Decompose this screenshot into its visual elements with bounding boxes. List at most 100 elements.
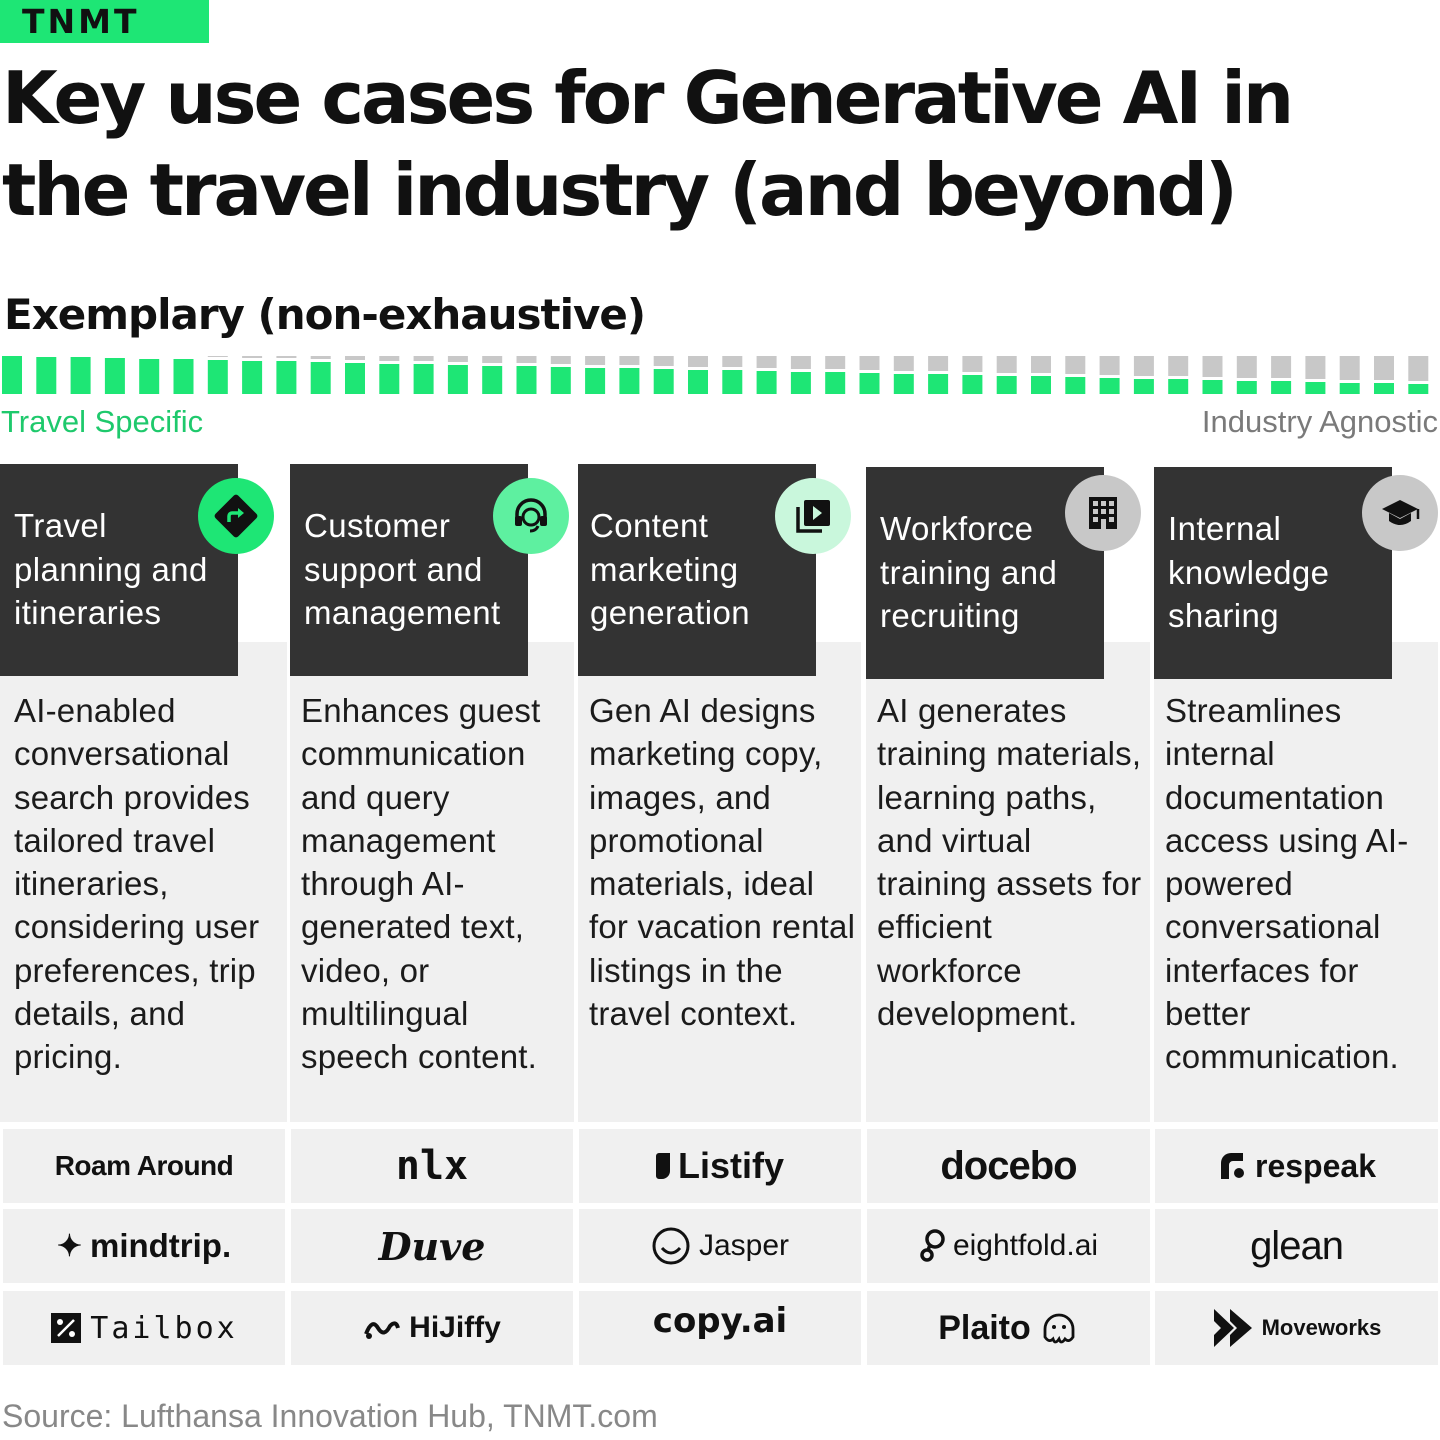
card-background — [866, 642, 1150, 1122]
logo-hijiffy: HiJiffy — [363, 1311, 501, 1345]
logo-cell: Duve — [291, 1209, 573, 1283]
logo-text: eightfold.ai — [952, 1229, 1099, 1262]
brand-logo: TNMT — [0, 0, 209, 43]
scale-segment-gray — [825, 356, 846, 369]
scale-segment-gray — [790, 356, 811, 369]
scale-segment-green — [276, 361, 297, 394]
scale-segment-green — [962, 375, 983, 394]
scale-segment-green — [722, 370, 743, 394]
scale-segment-gray — [379, 356, 400, 361]
scale-segment-green — [516, 366, 537, 394]
scale-segment-gray — [1339, 356, 1360, 380]
logo-mindtrip: ✦ mindtrip. — [57, 1227, 231, 1265]
scale-segment-green — [688, 370, 708, 394]
scale-segment-green — [1099, 378, 1120, 394]
scale-segment-green — [996, 376, 1017, 394]
scale-segment-green — [550, 367, 571, 394]
scale-segment-green — [790, 372, 811, 394]
tailbox-mark-icon — [51, 1313, 82, 1343]
scale-segment-gray — [619, 356, 640, 365]
page-subtitle: Exemplary (non-exhaustive) — [4, 290, 646, 339]
card-background — [0, 642, 287, 1122]
use-case-column-3: Content marketing generation Gen AI desi… — [578, 464, 861, 1368]
scale-segment-gray — [1168, 356, 1189, 376]
logo-nlx: nlx — [396, 1143, 468, 1189]
scale-segment-green — [104, 358, 125, 394]
logo-jasper: Jasper — [651, 1226, 789, 1266]
logo-cell: docebo — [867, 1129, 1150, 1203]
scale-segment-gray — [996, 356, 1017, 373]
logo-plaito: Plaito — [938, 1307, 1079, 1349]
logo-docebo: docebo — [940, 1144, 1077, 1189]
scale-segment-green — [447, 365, 468, 394]
scale-segment-gray — [207, 356, 228, 357]
spectrum-scale — [2, 356, 1429, 394]
spectrum-label-right: Industry Agnostic — [1201, 404, 1438, 439]
logo-moveworks: Moveworks — [1212, 1307, 1381, 1349]
logo-text: Duve — [378, 1223, 486, 1269]
scale-segment-green — [619, 368, 640, 394]
scale-segment-green — [1168, 379, 1189, 394]
moveworks-mark-icon — [1213, 1309, 1252, 1347]
scale-segment-gray — [1374, 356, 1394, 380]
scale-segment-green — [1133, 379, 1154, 394]
scale-segment-gray — [756, 356, 777, 368]
logo-roam-around: Roam Around — [55, 1150, 234, 1182]
logo-cell: Jasper — [579, 1209, 861, 1283]
column-heading: Customer support and management — [304, 507, 501, 631]
scale-segment-green — [36, 357, 57, 394]
scale-segment-green — [482, 366, 503, 394]
logo-eightfold: eightfold.ai — [919, 1227, 1098, 1265]
scale-segment-gray — [585, 356, 606, 365]
scale-segment-gray — [276, 356, 297, 358]
logo-cell: eightfold.ai — [867, 1209, 1150, 1283]
column-heading: Travel planning and itineraries — [14, 507, 208, 631]
logo-text: Jasper — [698, 1229, 790, 1262]
logo-cell: Moveworks — [1155, 1291, 1438, 1365]
scale-segment-green — [1065, 377, 1086, 394]
listify-mark-icon — [655, 1153, 670, 1179]
scale-segment-green — [70, 357, 91, 394]
column-description: AI-enabled conversational search provide… — [14, 692, 260, 1076]
hijiffy-mark-icon — [364, 1321, 401, 1339]
scale-segment-green — [1408, 384, 1429, 394]
scale-segment-green — [1339, 383, 1360, 394]
scale-segment-green — [1271, 381, 1292, 394]
column-header: Travel planning and itineraries — [0, 464, 238, 676]
headset-icon — [493, 478, 569, 554]
logo-respeak: respeak — [1217, 1148, 1376, 1185]
logo-cell: glean — [1155, 1209, 1438, 1283]
use-case-column-2: Customer support and management Enhances… — [290, 464, 574, 1368]
scale-segment-gray — [1202, 356, 1223, 377]
scale-segment-green — [1374, 383, 1394, 394]
scale-segment-gray — [688, 356, 708, 367]
video-library-icon — [775, 478, 851, 554]
column-description: AI generates training materials, learnin… — [877, 692, 1142, 1033]
scale-segment-green — [585, 368, 606, 394]
column-header: Workforce training and recruiting — [866, 467, 1104, 679]
scale-segment-gray — [1099, 356, 1120, 375]
scale-segment-gray — [1408, 356, 1429, 381]
use-case-column-1: Travel planning and itineraries AI-enabl… — [0, 464, 287, 1368]
scale-segment-green — [1202, 380, 1223, 394]
card-background — [290, 642, 574, 1122]
jasper-mark-icon — [652, 1227, 690, 1265]
scale-segment-green — [1031, 376, 1051, 394]
scale-segment-gray — [893, 356, 914, 371]
logo-duve: Duve — [379, 1224, 486, 1269]
scale-segment-green — [207, 360, 228, 394]
source-note: Source: Lufthansa Innovation Hub, TNMT.c… — [2, 1398, 658, 1434]
scale-segment-green — [173, 359, 194, 394]
column-header: Internal knowledge sharing — [1154, 467, 1392, 679]
logo-text: Plaito — [938, 1308, 1031, 1347]
scale-segment-green — [653, 369, 674, 394]
logo-copyai: copy.ai — [653, 1301, 787, 1341]
page-title: Key use cases for Generative AI in the t… — [2, 56, 1294, 232]
column-heading: Content marketing generation — [590, 507, 750, 631]
logo-text: copy.ai — [652, 1301, 788, 1341]
card-background — [1154, 642, 1438, 1122]
octopus-icon — [1043, 1313, 1075, 1344]
column-heading: Internal knowledge sharing — [1168, 510, 1330, 634]
scale-segment-gray — [722, 356, 743, 367]
logo-listify: Listify — [655, 1145, 784, 1187]
